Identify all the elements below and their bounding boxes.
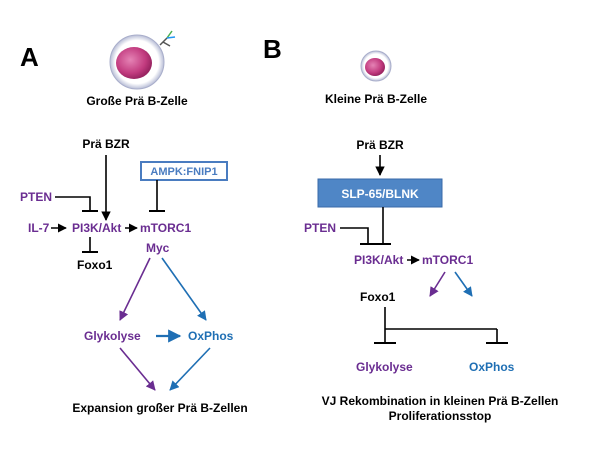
a-myc-to-oxphos-arrow: [161, 257, 207, 321]
small-pre-b-cell-icon: [360, 50, 392, 82]
a-oxphos-label: OxPhos: [188, 329, 234, 343]
b-mtorc1-to-glykolyse-arrow: [429, 271, 446, 297]
a-mtorc1-label: mTORC1: [140, 221, 191, 235]
a-result-label: Expansion großer Prä B-Zellen: [72, 401, 247, 415]
b-pi3k-label: PI3K/Akt: [354, 253, 403, 267]
a-glykolyse-to-expansion-arrow: [119, 347, 156, 391]
b-foxo1-label: Foxo1: [360, 290, 396, 304]
a-oxphos-to-expansion-arrow: [169, 347, 211, 391]
b-mtorc1-to-oxphos-arrow: [454, 271, 473, 297]
b-result-line1: VJ Rekombination in kleinen Prä B-Zellen: [322, 394, 559, 408]
b-pten-label: PTEN: [304, 221, 336, 235]
b-slp-label: SLP-65/BLNK: [341, 187, 419, 201]
a-ampk-box: [140, 161, 228, 181]
b-result-line2: Proliferationsstop: [389, 409, 492, 423]
large-cell-label: Große Prä B-Zelle: [86, 94, 188, 108]
a-foxo1-label: Foxo1: [77, 258, 113, 272]
panel-b-letter: B: [263, 34, 282, 64]
b-mtorc1-label: mTORC1: [422, 253, 473, 267]
a-ampk-label: AMPK:FNIP1: [150, 166, 217, 178]
b-oxphos-label: OxPhos: [469, 360, 515, 374]
a-pi3k-label: PI3K/Akt: [72, 221, 121, 235]
a-glykolyse-label: Glykolyse: [84, 329, 141, 343]
a-pten-inhibit-line: [55, 196, 91, 211]
a-pten-label: PTEN: [20, 190, 52, 204]
b-glykolyse-label: Glykolyse: [356, 360, 413, 374]
large-pre-b-cell-icon: [109, 30, 176, 90]
a-receptor-label: Prä BZR: [82, 137, 130, 151]
b-receptor-label: Prä BZR: [356, 138, 404, 152]
b-pten-inhibit-line: [340, 227, 369, 244]
panel-a-letter: A: [20, 42, 39, 72]
a-myc-to-glykolyse-arrow: [119, 257, 151, 321]
small-cell-label: Kleine Prä B-Zelle: [325, 92, 427, 106]
b-slp-box: [317, 178, 443, 208]
a-il7-label: IL-7: [28, 221, 50, 235]
a-myc-label: Myc: [146, 241, 170, 255]
